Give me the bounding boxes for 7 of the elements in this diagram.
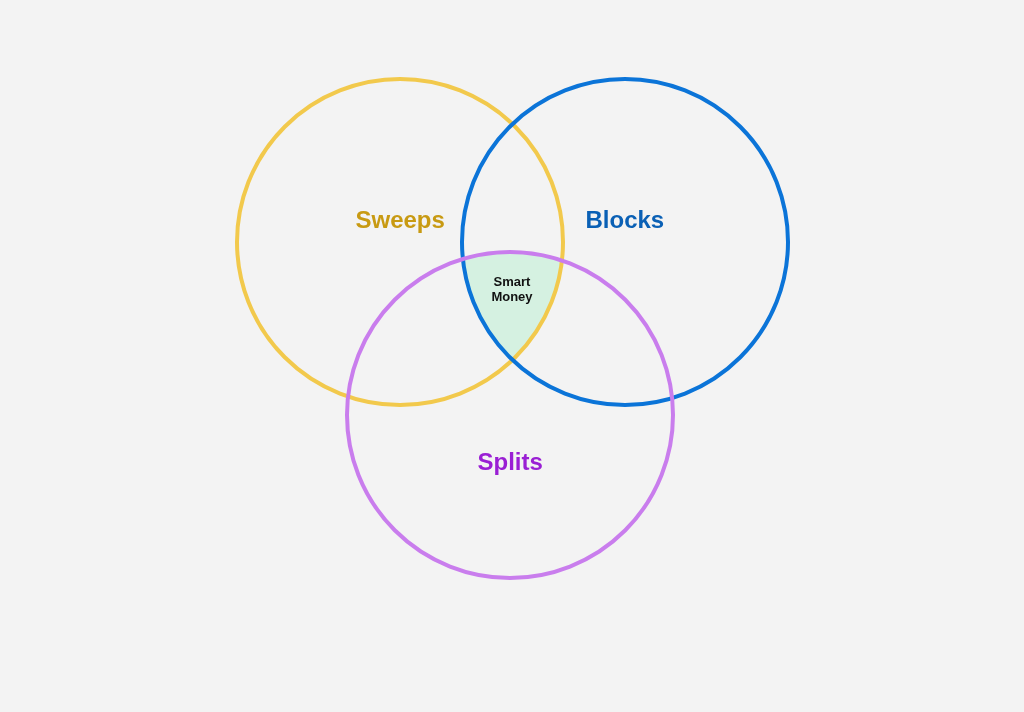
set-label: Sweeps [355,207,445,234]
venn-circle [235,77,565,407]
set-label: Blocks [585,207,665,234]
venn-circle [345,250,675,580]
set-label: Splits [477,449,543,476]
venn-circle [460,77,790,407]
region-label: Smart Money [490,273,534,305]
